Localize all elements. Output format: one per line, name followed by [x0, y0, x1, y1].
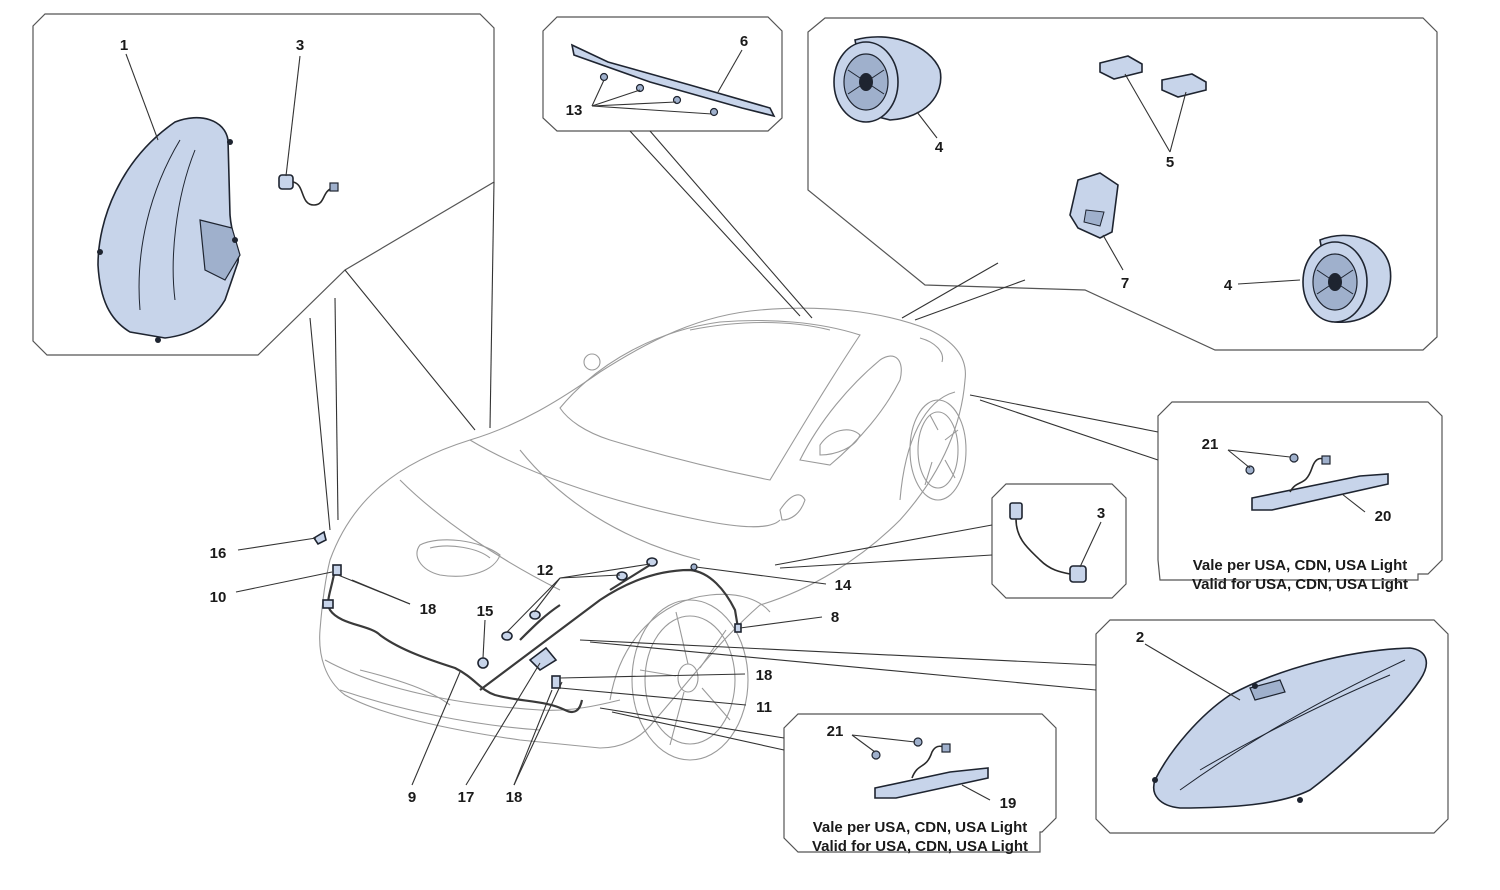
callout-14: 14 — [835, 577, 852, 594]
callout-17: 17 — [458, 789, 475, 806]
callout-19: 19 — [1000, 795, 1017, 812]
callout-3a: 3 — [296, 37, 304, 54]
car-outline — [319, 307, 967, 761]
note-valid-rear: Valid for USA, CDN, USA Light — [1192, 576, 1408, 593]
panel-headlamp-left — [32, 13, 495, 356]
callout-12: 12 — [537, 562, 554, 579]
front-harness — [312, 530, 742, 714]
bulb-connector-right — [1009, 502, 1087, 583]
callout-18c: 18 — [506, 789, 523, 806]
callout-15: 15 — [477, 603, 494, 620]
callout-3b: 3 — [1097, 505, 1105, 522]
callout-18a: 18 — [420, 601, 437, 618]
callout-7: 7 — [1121, 275, 1129, 292]
callout-13: 13 — [566, 102, 583, 119]
callout-4b: 4 — [1224, 277, 1233, 294]
callout-11: 11 — [756, 699, 772, 716]
callout-4a: 4 — [935, 139, 944, 156]
callout-21a: 21 — [1202, 436, 1219, 453]
side-marker-front — [871, 737, 989, 799]
callout-6: 6 — [740, 33, 748, 50]
speaker-bracket — [1069, 172, 1119, 239]
note-vale-rear: Vale per USA, CDN, USA Light — [1193, 557, 1407, 574]
note-vale-front: Vale per USA, CDN, USA Light — [813, 819, 1027, 836]
side-marker-rear — [1245, 453, 1389, 511]
callout-9: 9 — [408, 789, 416, 806]
callout-16: 16 — [210, 545, 227, 562]
callout-5: 5 — [1166, 154, 1174, 171]
callout-10: 10 — [210, 589, 227, 606]
callout-2: 2 — [1136, 629, 1144, 646]
headlamp-left — [97, 116, 241, 343]
speaker-left — [833, 36, 942, 123]
callout-20: 20 — [1375, 508, 1392, 525]
panel-speakers — [807, 17, 1438, 351]
callout-1: 1 — [120, 37, 128, 54]
panel-leaders — [309, 130, 1159, 751]
bracket-clips — [1099, 55, 1207, 98]
bulb-connector-left — [278, 174, 339, 206]
panel-wiring-3 — [991, 483, 1127, 599]
callout-21b: 21 — [827, 723, 844, 740]
callout-8: 8 — [831, 609, 839, 626]
callout-18b: 18 — [756, 667, 773, 684]
note-valid-front: Valid for USA, CDN, USA Light — [812, 838, 1028, 855]
headlamp-right — [1152, 647, 1428, 809]
speaker-right — [1302, 234, 1392, 323]
